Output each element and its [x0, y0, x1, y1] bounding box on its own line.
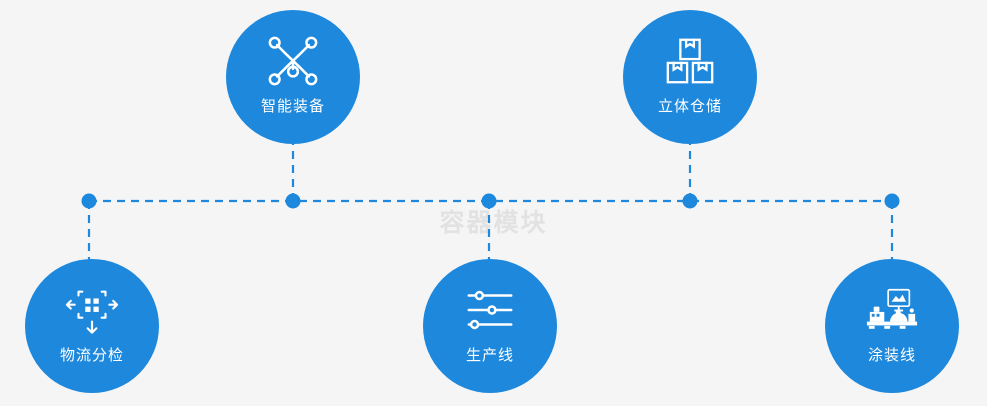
node-label-smart-equipment: 智能装备 — [260, 97, 325, 115]
factory-monitor-icon — [865, 283, 919, 337]
node-label-production-line: 生产线 — [465, 346, 514, 364]
stacked-boxes-icon — [663, 34, 717, 88]
sorting-arrows-icon — [65, 283, 119, 337]
node-label-logistics-sort: 物流分检 — [59, 346, 124, 364]
network-nodes-icon — [266, 34, 320, 88]
node-logistics-sort[interactable]: 物流分检 — [25, 259, 159, 393]
sliders-icon — [463, 283, 517, 337]
junction-dot-production-line[interactable] — [481, 193, 497, 209]
junction-dot-logistics-sort[interactable] — [81, 193, 97, 209]
junction-dot-painting-line[interactable] — [884, 193, 900, 209]
junction-dot-stereo-warehouse[interactable] — [682, 193, 698, 209]
node-label-painting-line: 涂装线 — [867, 346, 916, 364]
node-stereo-warehouse[interactable]: 立体仓储 — [623, 10, 757, 144]
node-label-stereo-warehouse: 立体仓储 — [657, 97, 722, 115]
junction-dot-smart-equipment[interactable] — [285, 193, 301, 209]
node-production-line[interactable]: 生产线 — [423, 259, 557, 393]
node-smart-equipment[interactable]: 智能装备 — [226, 10, 360, 144]
node-painting-line[interactable]: 涂装线 — [825, 259, 959, 393]
